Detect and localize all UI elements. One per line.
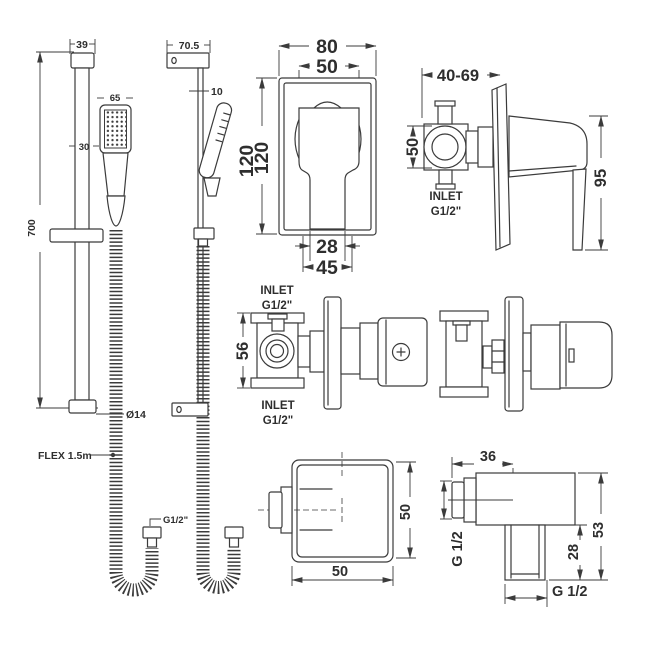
flex-leader [91,452,116,458]
dim-handle-neck: 28 [316,236,338,258]
dim-handset-head: 30 [79,142,90,153]
dim-bracket-depth-lines [166,40,211,53]
dim-plate-width: 80 [316,36,338,58]
label-inlet-top-2: G1/2" [262,300,292,312]
dim-bottom-thread-lines [504,580,548,607]
hose-1-fitting [142,518,162,548]
mixer-front-view: 80 50 120 120 [236,36,377,279]
dim-handle-base-lines [302,236,353,272]
dim-elbow-depth: 36 [480,449,496,465]
rail-side-bottom-bracket [171,402,209,417]
dim-handle-drop-lines [585,115,608,251]
dim-body-height: 56 [234,342,252,360]
dim-outlet-width-lines [291,566,394,586]
hose-2-fitting [224,526,244,548]
dim-handset-width: 65 [110,93,121,104]
wall-plate-edge [491,83,511,251]
dim-wall-depth-range: 40-69 [437,67,479,85]
handset-holder [193,177,221,247]
label-inlet-top-1: INLET [260,285,293,297]
dim-bracket-width: 39 [76,39,88,51]
elbow-body-drawing [448,472,576,581]
lever-handle-side [508,115,588,251]
dim-wall-depth-lines [421,68,501,118]
dim-inlet-centre: 50 [404,138,422,156]
dim-bottom-thread: G 1/2 [552,584,587,600]
outlet-square-drawing [258,452,394,563]
label-inlet-bottom-2: G1/2" [263,415,293,427]
dim-handle-width: 50 [316,56,338,78]
dim-elbow-height: 53 [591,522,607,538]
rail-front-view: 700 39 65 [26,39,188,597]
dim-plate-height-dup: 120 [236,145,258,178]
valve-body-side [423,100,494,190]
dim-spigot-height: 28 [566,544,582,560]
dim-rail-length: 700 [26,219,38,237]
dim-rail-depth: 10 [211,86,223,98]
dim-rail-diameter: Ø14 [126,409,146,421]
slider-bracket [49,228,104,243]
label-flex-hose: FLEX 1.5m [38,450,92,462]
shower-hose-1 [109,230,159,597]
dim-outlet-width: 50 [332,564,348,580]
outlet-elbow-front-view: 50 50 [258,452,416,586]
dim-outlet-height-lines [396,461,416,559]
dim-bracket-depth: 70.5 [179,40,200,52]
dim-plate-height: 120 [251,142,273,175]
rail-side-view: 70.5 10 [166,40,244,594]
valve-body-right-drawing [439,296,613,412]
valve-body-side-view [439,296,613,412]
dim-handle-base: 45 [316,257,338,279]
dim-plate-width-lines [278,43,377,76]
shower-hose-2 [196,246,241,594]
dim-side-thread: G 1/2 [450,531,466,566]
label-inlet-side-2: G1/2" [431,206,461,218]
valve-cross-body [250,312,305,389]
dim-hose-thread: G1/2" [163,515,188,526]
handset-side [198,102,233,179]
cartridge-and-plate-left [297,296,428,410]
dim-plate-height-lines [256,77,277,235]
dim-body-height-lines [237,312,250,389]
dim-handle-neck-lines [295,231,360,261]
rail-side-top-bracket [166,52,210,69]
dim-inlet-centre-lines [407,125,432,169]
handset-front [99,104,132,227]
dim-spigot-height-lines [548,524,587,581]
lever-handle-front [294,101,362,230]
label-inlet-side-1: INLET [429,191,462,203]
mixer-side-view: 40-69 50 INLET G1/2" [404,67,610,251]
dim-outlet-height: 50 [398,504,414,520]
dim-bracket-width-lines [69,39,96,54]
label-inlet-bottom-1: INLET [261,400,294,412]
outlet-elbow-side-view: 36 G 1/2 53 28 [440,449,608,607]
dim-side-thread-lines [440,480,452,520]
valve-body-front-view: INLET G1/2" 56 INLET G1/2" [234,285,428,427]
dim-handle-drop: 95 [592,169,610,187]
